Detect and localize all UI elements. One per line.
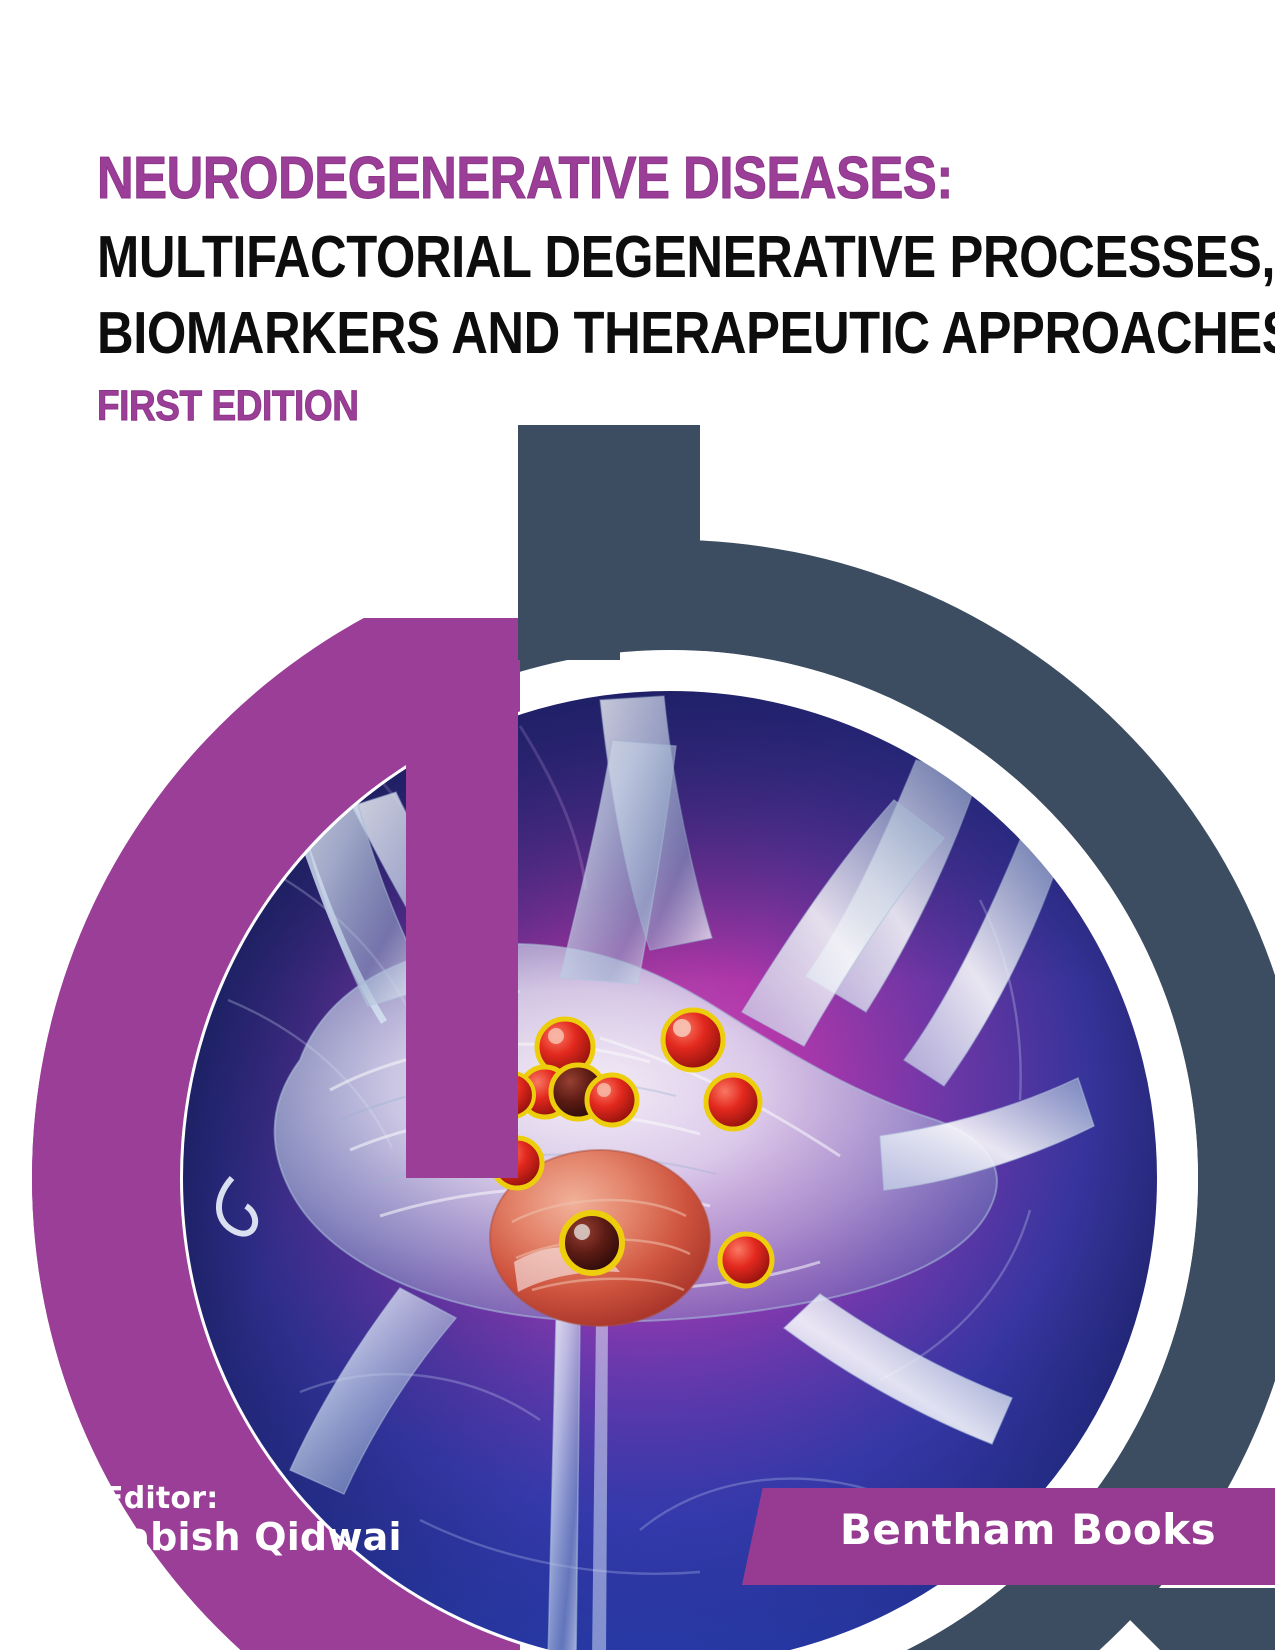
slate-bottom-tail [1098,1588,1275,1650]
slate-arc-shape [518,540,1275,1650]
publisher-banner [742,1488,1275,1585]
